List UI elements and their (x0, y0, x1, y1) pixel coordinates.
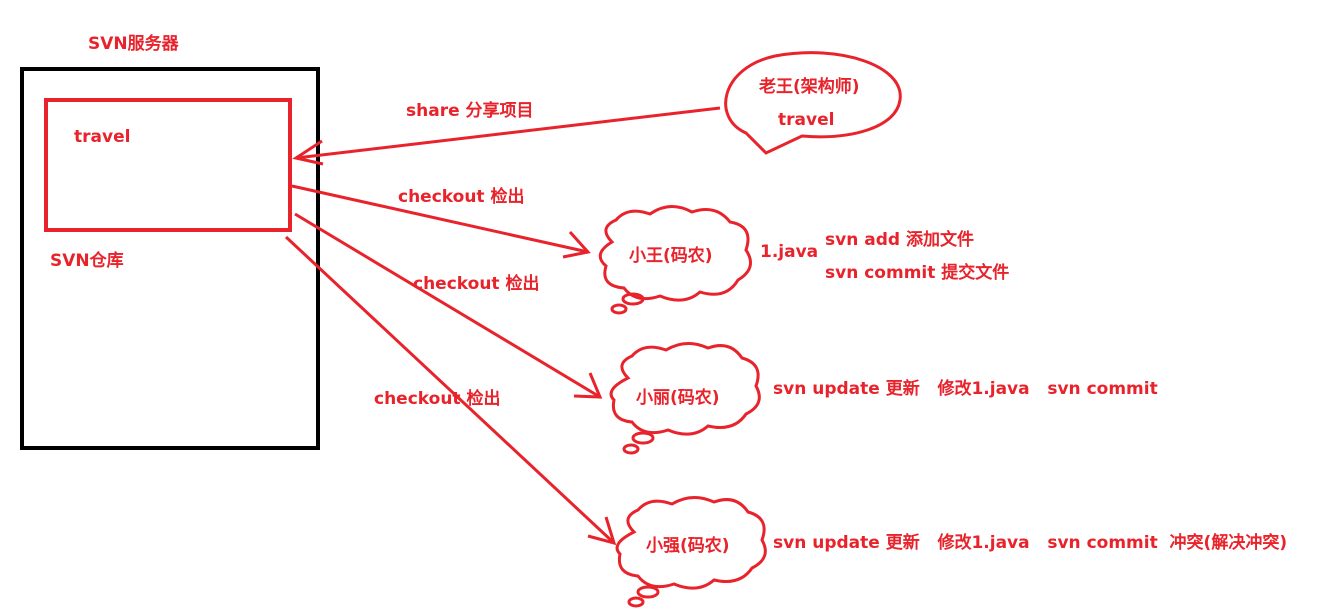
thought-cloud-xiaowang (598, 205, 752, 315)
checkout-arrow-3 (284, 235, 617, 546)
architect-speech-bubble (724, 51, 902, 155)
dev1-file: 1.java (760, 242, 819, 262)
checkout-label-2: checkout 检出 (413, 274, 540, 294)
checkout-arrow-2 (294, 212, 603, 399)
architect-project: travel (778, 110, 835, 130)
dev2-actions: svn update 更新 修改1.java svn commit (773, 379, 1158, 399)
thought-cloud-xiaoli (609, 342, 761, 455)
dev1-step-commit: svn commit 提交文件 (825, 263, 1010, 283)
svn-server-box (20, 67, 320, 450)
repository-label: SVN仓库 (50, 251, 124, 271)
repository-project-label: travel (74, 127, 131, 147)
dev3-actions: svn update 更新 修改1.java svn commit 冲突(解决冲… (773, 533, 1288, 553)
checkout-label-1: checkout 检出 (398, 187, 525, 207)
dev1-name: 小王(码农) (629, 246, 713, 266)
dev3-name: 小强(码农) (646, 536, 730, 556)
thought-cloud-xiaoqiang (615, 496, 767, 608)
dev1-step-add: svn add 添加文件 (825, 230, 974, 250)
dev2-name: 小丽(码农) (636, 388, 720, 408)
share-label: share 分享项目 (406, 101, 534, 121)
server-title: SVN服务器 (88, 34, 179, 54)
architect-name: 老王(架构师) (759, 77, 860, 97)
checkout-label-3: checkout 检出 (374, 389, 501, 409)
checkout-arrow-1 (291, 184, 591, 259)
svn-repository-box (44, 98, 292, 232)
share-arrow (292, 106, 721, 166)
